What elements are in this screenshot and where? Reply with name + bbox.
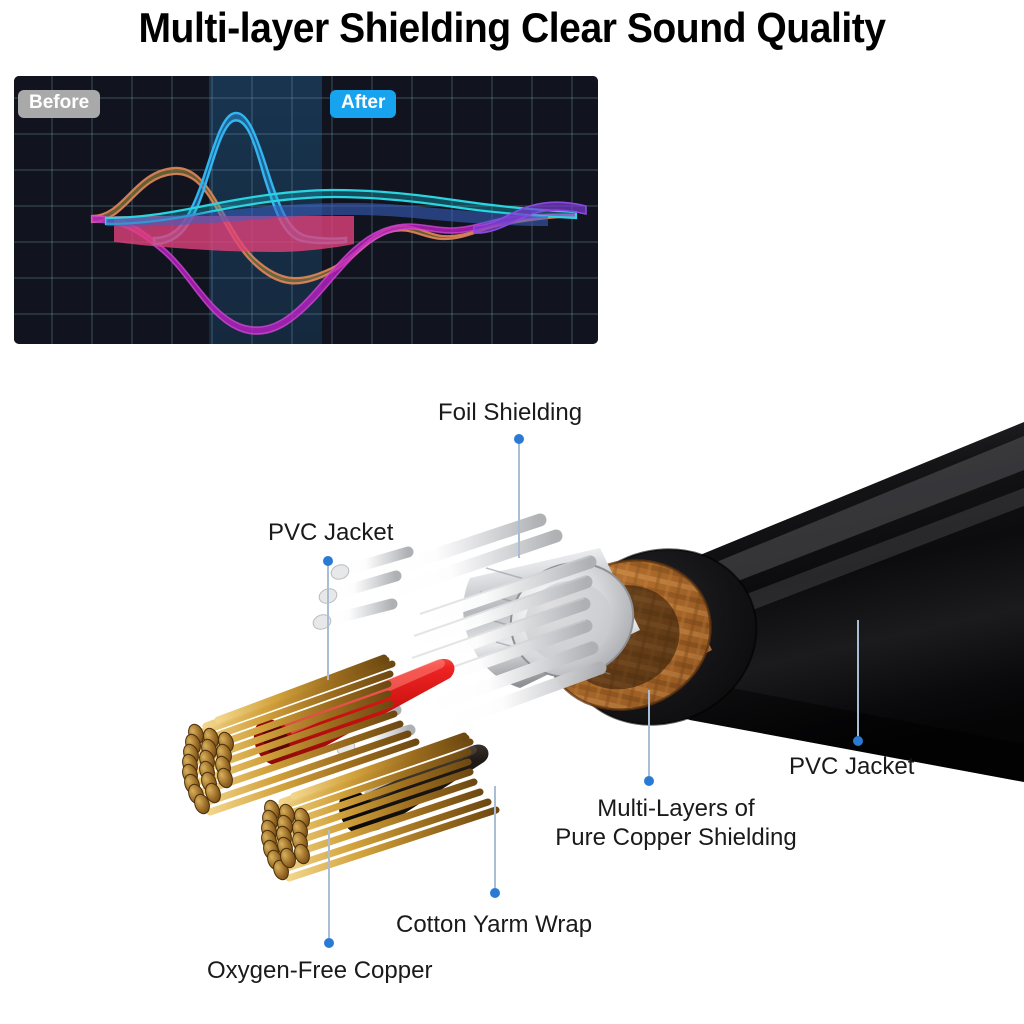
badge-before: Before: [18, 90, 101, 118]
callout-cotton-yarn-wrap: Cotton Yarm Wrap: [396, 911, 593, 938]
callout-oxygen-free-copper: Oxygen-Free Copper: [207, 957, 433, 984]
copper-strand-ends-upper: [182, 723, 234, 815]
leader-cotton-yarn-wrap: [494, 786, 496, 888]
callout-copper-shielding-line2: Pure Copper Shielding: [555, 824, 797, 852]
callout-pvc-jacket-right: PVC Jacket: [789, 753, 915, 780]
leader-pvc-jacket-top: [327, 562, 329, 680]
dot-cotton-yarn-wrap: [490, 888, 500, 898]
page-title: Multi-layer Shielding Clear Sound Qualit…: [138, 4, 886, 51]
cotton-yarn-wrap: [312, 513, 607, 756]
leader-foil-shielding: [518, 440, 520, 558]
leader-pvc-jacket-right: [857, 620, 859, 736]
wave-blue-band: [106, 203, 548, 227]
wave-purple-tail: [473, 201, 587, 234]
leader-copper-shielding: [648, 690, 650, 776]
dot-pvc-jacket-top: [323, 556, 333, 566]
dot-foil-shielding: [514, 434, 524, 444]
badge-after: After: [330, 90, 397, 118]
callout-copper-shielding-line1: Multi-Layers of: [597, 795, 755, 822]
dot-oxygen-free-copper: [324, 938, 334, 948]
copper-strand-ends-lower: [261, 799, 310, 881]
callout-foil-shielding: Foil Shielding: [438, 399, 583, 426]
oxygen-free-copper-strands: [182, 654, 500, 882]
callout-copper-shielding: Multi-Layers of Pure Copper Shielding: [550, 794, 802, 853]
dot-copper-shielding: [644, 776, 654, 786]
waveform-comparison-panel: [14, 76, 598, 344]
callout-pvc-jacket-top: PVC Jacket: [268, 519, 394, 546]
waveform-chart: [14, 76, 598, 344]
dot-pvc-jacket-right: [853, 736, 863, 746]
leader-oxygen-free-copper: [328, 830, 330, 938]
